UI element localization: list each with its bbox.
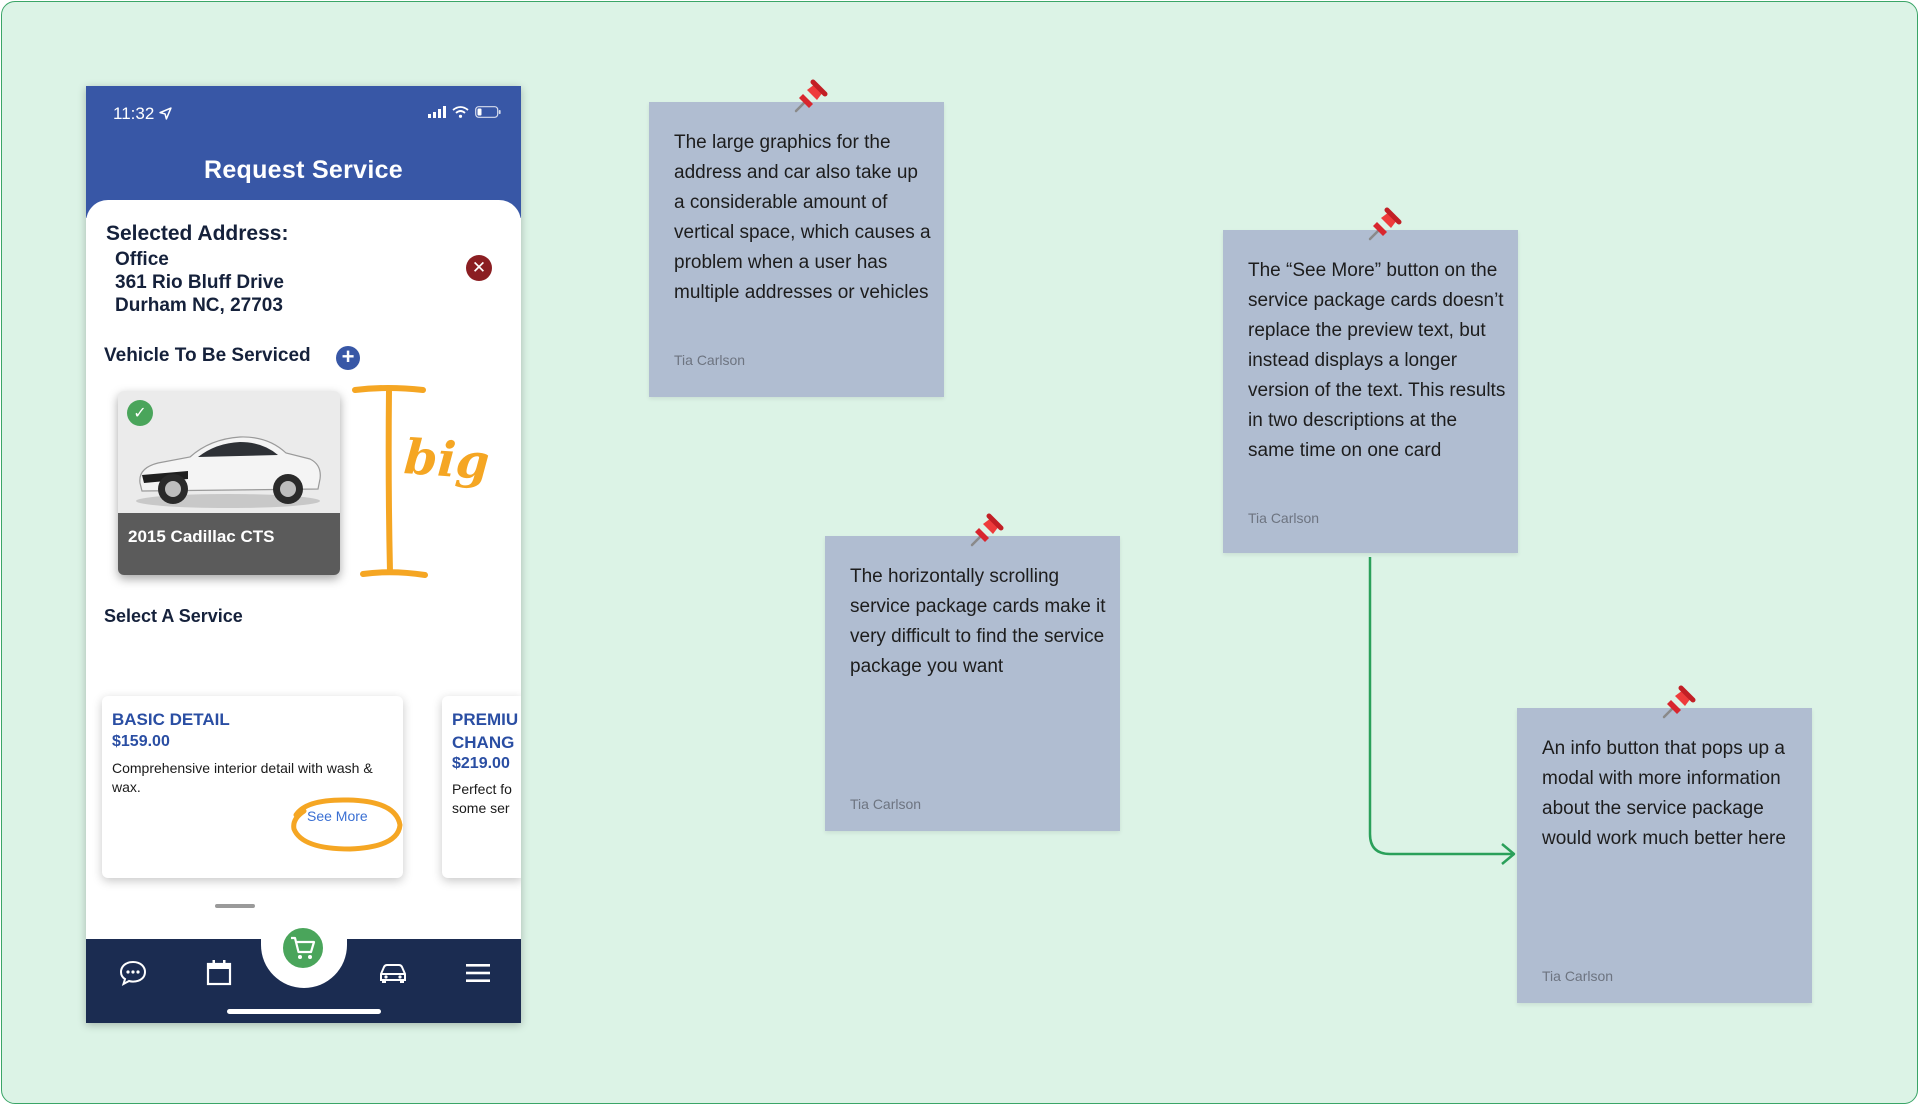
service-price: $159.00 — [112, 733, 170, 750]
note-author: Tia Carlson — [674, 352, 746, 368]
note-text: The large graphics for the address and c… — [674, 132, 931, 303]
service-description: Comprehensive interior detail with wash … — [112, 760, 373, 795]
pushpin-icon — [970, 513, 1004, 547]
page-title: Request Service — [203, 156, 404, 184]
close-icon: ✕ — [471, 258, 487, 277]
service-description: Perfect fo some ser — [452, 781, 512, 816]
status-time: 11:32 — [113, 104, 172, 124]
hamburger-menu-icon — [466, 964, 490, 982]
service-name: PREMIU CHANG — [452, 710, 519, 752]
address-city: Durham NC, 27703 — [115, 295, 283, 316]
tab-cart[interactable] — [280, 925, 326, 971]
address-name: Office — [115, 249, 169, 270]
see-more-circle-annotation — [291, 797, 403, 852]
location-arrow-icon — [159, 107, 172, 120]
sticky-note[interactable]: The horizontally scrolling service packa… — [825, 513, 1120, 831]
bottom-tab-bar — [86, 925, 521, 1023]
car-photo — [136, 436, 321, 508]
note-text: The horizontally scrolling service packa… — [850, 566, 1106, 677]
home-indicator — [227, 1009, 381, 1014]
phone-screenshot: 11:32 — [86, 86, 521, 1023]
big-handwritten-label: big — [402, 429, 492, 491]
tab-chat[interactable] — [113, 953, 153, 993]
pushpin-icon — [794, 79, 828, 113]
sticky-note[interactable]: The “See More” button on the service pac… — [1223, 207, 1518, 553]
address-heading: Selected Address: — [106, 222, 289, 245]
service-heading: Select A Service — [104, 606, 243, 626]
chat-bubble-icon — [119, 960, 147, 987]
note-text: The “See More” button on the service pac… — [1248, 260, 1506, 461]
vehicle-name: 2015 Cadillac CTS — [128, 527, 275, 546]
car-icon — [380, 964, 406, 983]
add-vehicle-button[interactable]: + — [336, 346, 360, 370]
service-name: BASIC DETAIL — [112, 710, 230, 729]
cart-icon — [291, 936, 316, 959]
wifi-icon — [452, 106, 469, 118]
remove-address-button[interactable]: ✕ — [466, 255, 492, 281]
app-header: 11:32 — [86, 86, 521, 218]
note-author: Tia Carlson — [850, 796, 922, 812]
service-price: $219.00 — [452, 755, 510, 772]
tab-vehicles[interactable] — [373, 953, 413, 993]
service-card-premium[interactable]: PREMIU CHANG $219.00 Perfect fo some ser — [442, 696, 521, 878]
battery-icon — [475, 106, 501, 118]
pushpin-icon — [1662, 685, 1696, 719]
note-text: An info button that pops up a modal with… — [1542, 738, 1786, 849]
vehicle-name-bar: 2015 Cadillac CTS — [118, 513, 340, 575]
note-author: Tia Carlson — [1542, 968, 1614, 984]
check-icon: ✓ — [127, 400, 153, 426]
vehicle-card[interactable]: ✓ 2015 Cadillac CTS — [118, 391, 340, 575]
signal-icon — [428, 106, 446, 118]
height-bracket-annotation — [352, 385, 428, 578]
sticky-note[interactable]: The large graphics for the address and c… — [649, 79, 944, 397]
see-more-button[interactable]: See More — [307, 808, 368, 824]
drag-handle[interactable] — [215, 904, 255, 908]
plus-icon: + — [341, 344, 355, 369]
note-author: Tia Carlson — [1248, 510, 1320, 526]
status-icons — [428, 106, 501, 118]
calendar-icon — [206, 960, 232, 986]
tab-calendar[interactable] — [199, 953, 239, 993]
address-street: 361 Rio Bluff Drive — [115, 272, 284, 293]
pushpin-icon — [1368, 207, 1402, 241]
sticky-note[interactable]: An info button that pops up a modal with… — [1517, 685, 1812, 1003]
selected-address[interactable]: Office 361 Rio Bluff Drive Durham NC, 27… — [115, 248, 284, 317]
vehicle-heading: Vehicle To Be Serviced — [104, 345, 311, 366]
tab-menu[interactable] — [458, 953, 498, 993]
